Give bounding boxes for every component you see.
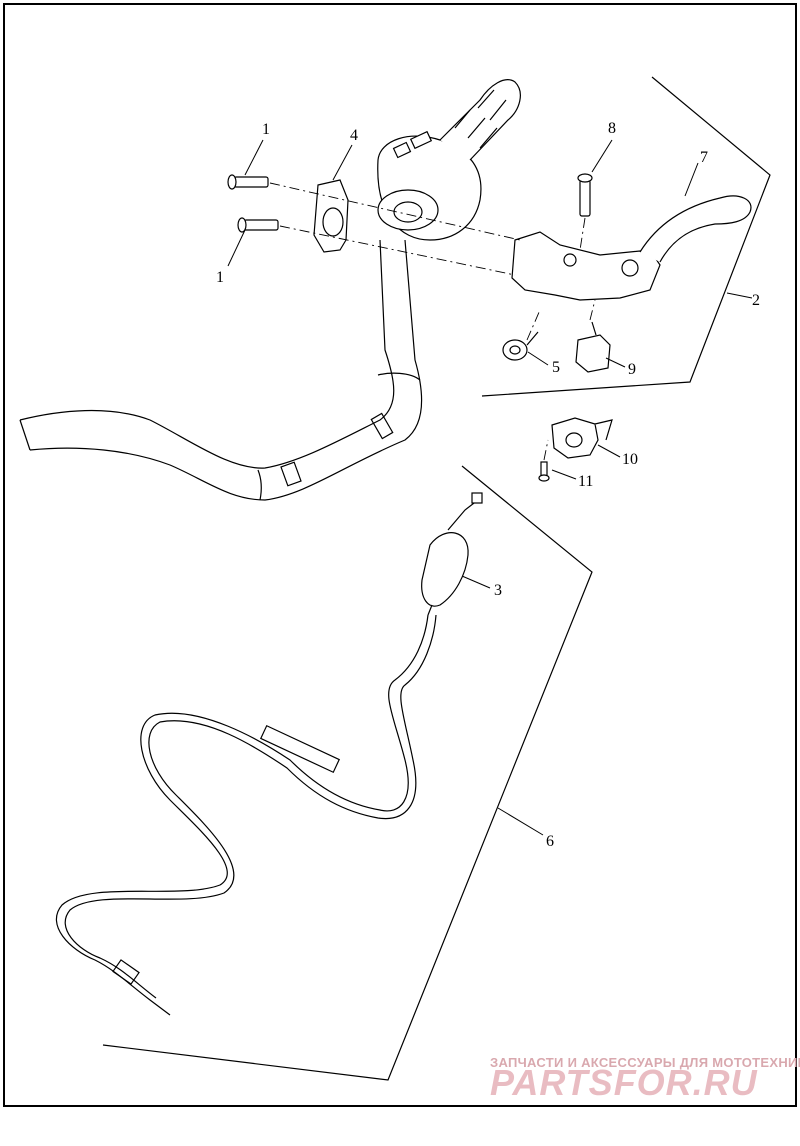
group-bracket-2 xyxy=(481,76,771,397)
bolt-part-1-upper xyxy=(227,174,269,190)
bolt-part-1-lower xyxy=(237,217,279,233)
assembly-centerlines xyxy=(269,182,596,461)
switch-body-part-3 xyxy=(421,492,483,616)
callout-3: 3 xyxy=(494,582,502,599)
switch-housing-part-10 xyxy=(551,417,613,459)
callout-8: 8 xyxy=(608,120,616,137)
callout-7: 7 xyxy=(700,149,708,166)
callout-1-upper: 1 xyxy=(262,121,270,138)
callout-6: 6 xyxy=(546,833,554,850)
clamp-part-4 xyxy=(313,179,349,253)
callout-2: 2 xyxy=(752,292,760,309)
callout-1-lower: 1 xyxy=(216,269,224,286)
bolt-part-8 xyxy=(577,173,593,217)
leader-lines xyxy=(227,139,753,836)
watermark-brand: PARTSFOR.RU xyxy=(490,1062,758,1103)
grip-assembly xyxy=(377,79,521,241)
watermark-tagline: ЗАПЧАСТИ И АКСЕССУАРЫ ДЛЯ МОТОТЕХНИКИ xyxy=(490,1055,800,1070)
callout-11: 11 xyxy=(578,473,593,490)
handlebar xyxy=(19,239,423,501)
callout-9: 9 xyxy=(628,361,636,378)
screw-part-11 xyxy=(538,461,550,482)
nut-part-5 xyxy=(502,331,539,361)
callout-5: 5 xyxy=(552,359,560,376)
callout-4: 4 xyxy=(350,127,358,144)
switch-part-9 xyxy=(575,321,611,373)
cable-part-6 xyxy=(55,614,437,1016)
group-bracket-6 xyxy=(102,465,593,1081)
callout-10: 10 xyxy=(622,451,638,468)
diagram-border xyxy=(3,3,797,1107)
lever-assembly-part-2 xyxy=(511,195,752,301)
